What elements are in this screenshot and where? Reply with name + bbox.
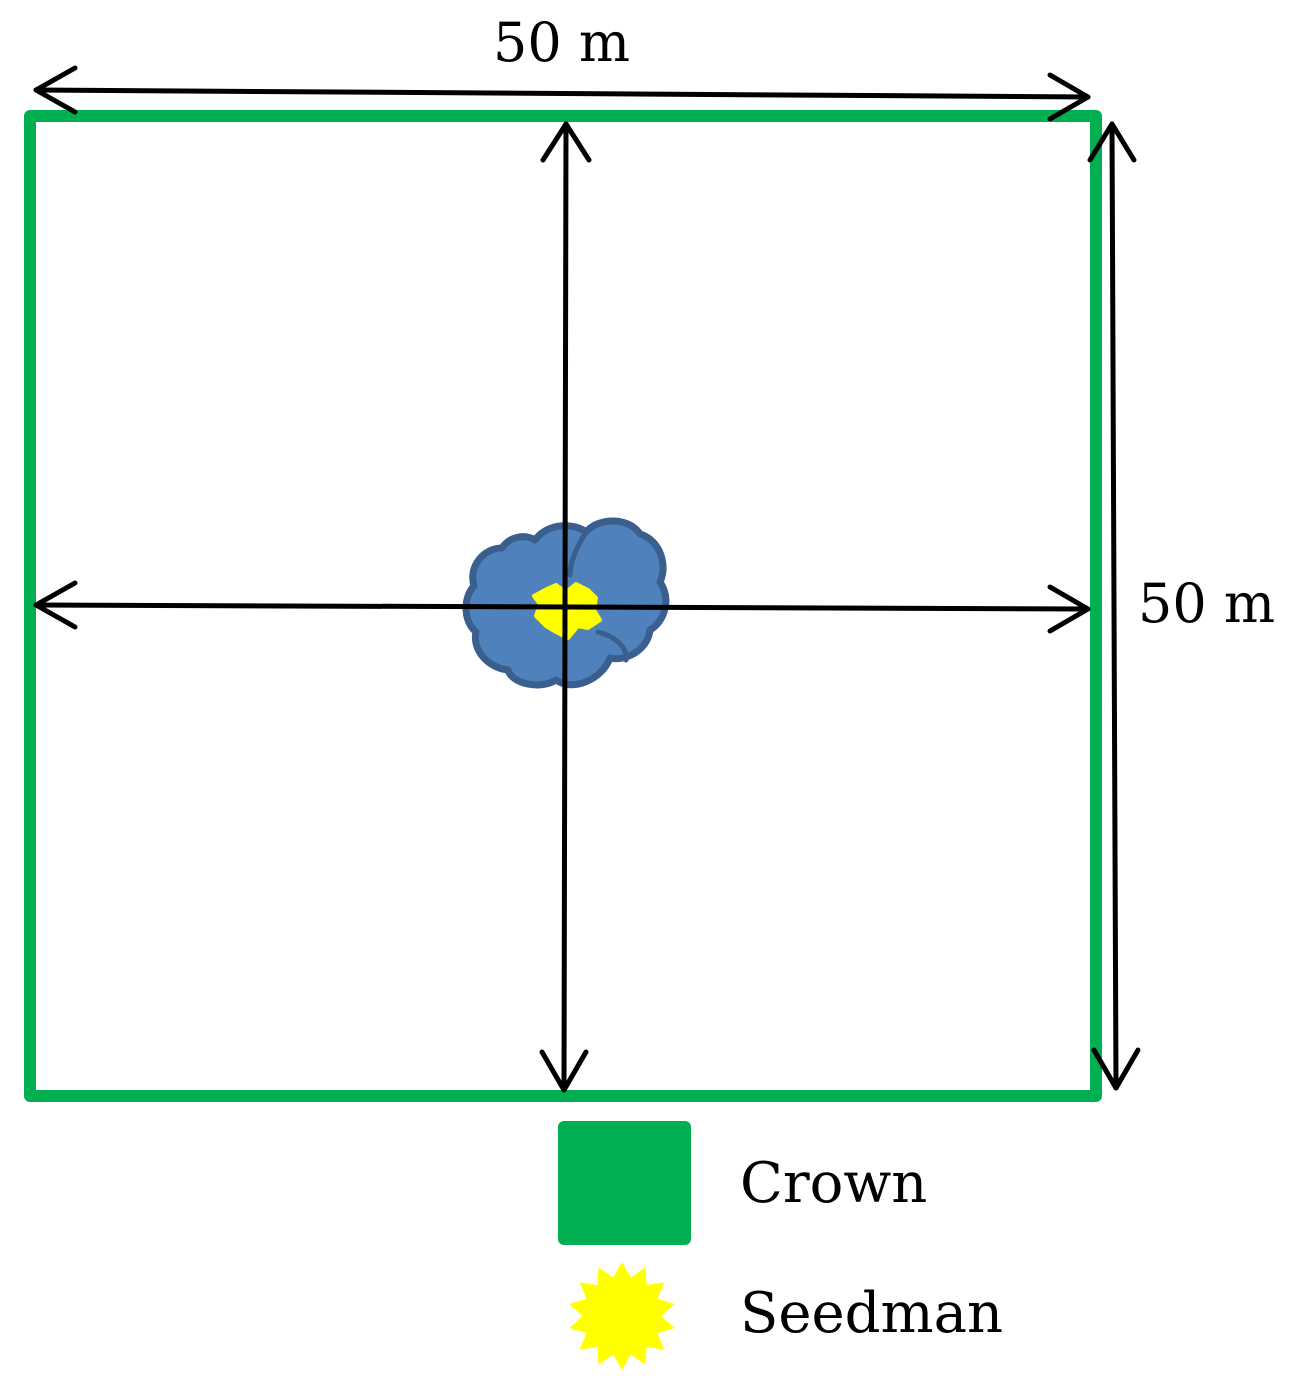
height-dimension-arrow	[1087, 121, 1141, 1091]
height-dimension-label: 50 m	[1138, 572, 1276, 635]
legend-crown-label: Crown	[740, 1151, 928, 1216]
tree-crown-inner-lines	[567, 529, 629, 663]
legend-crown-swatch	[558, 1121, 691, 1245]
plot-boundary	[24, 110, 1102, 1102]
width-dimension-label: 50 m	[493, 11, 631, 74]
horizontal-transect-arrow	[33, 580, 1091, 634]
legend-seedman-star-icon	[569, 1261, 675, 1371]
legend-seedman-label: Seedman	[740, 1281, 1004, 1346]
width-dimension-arrow	[33, 65, 1091, 122]
